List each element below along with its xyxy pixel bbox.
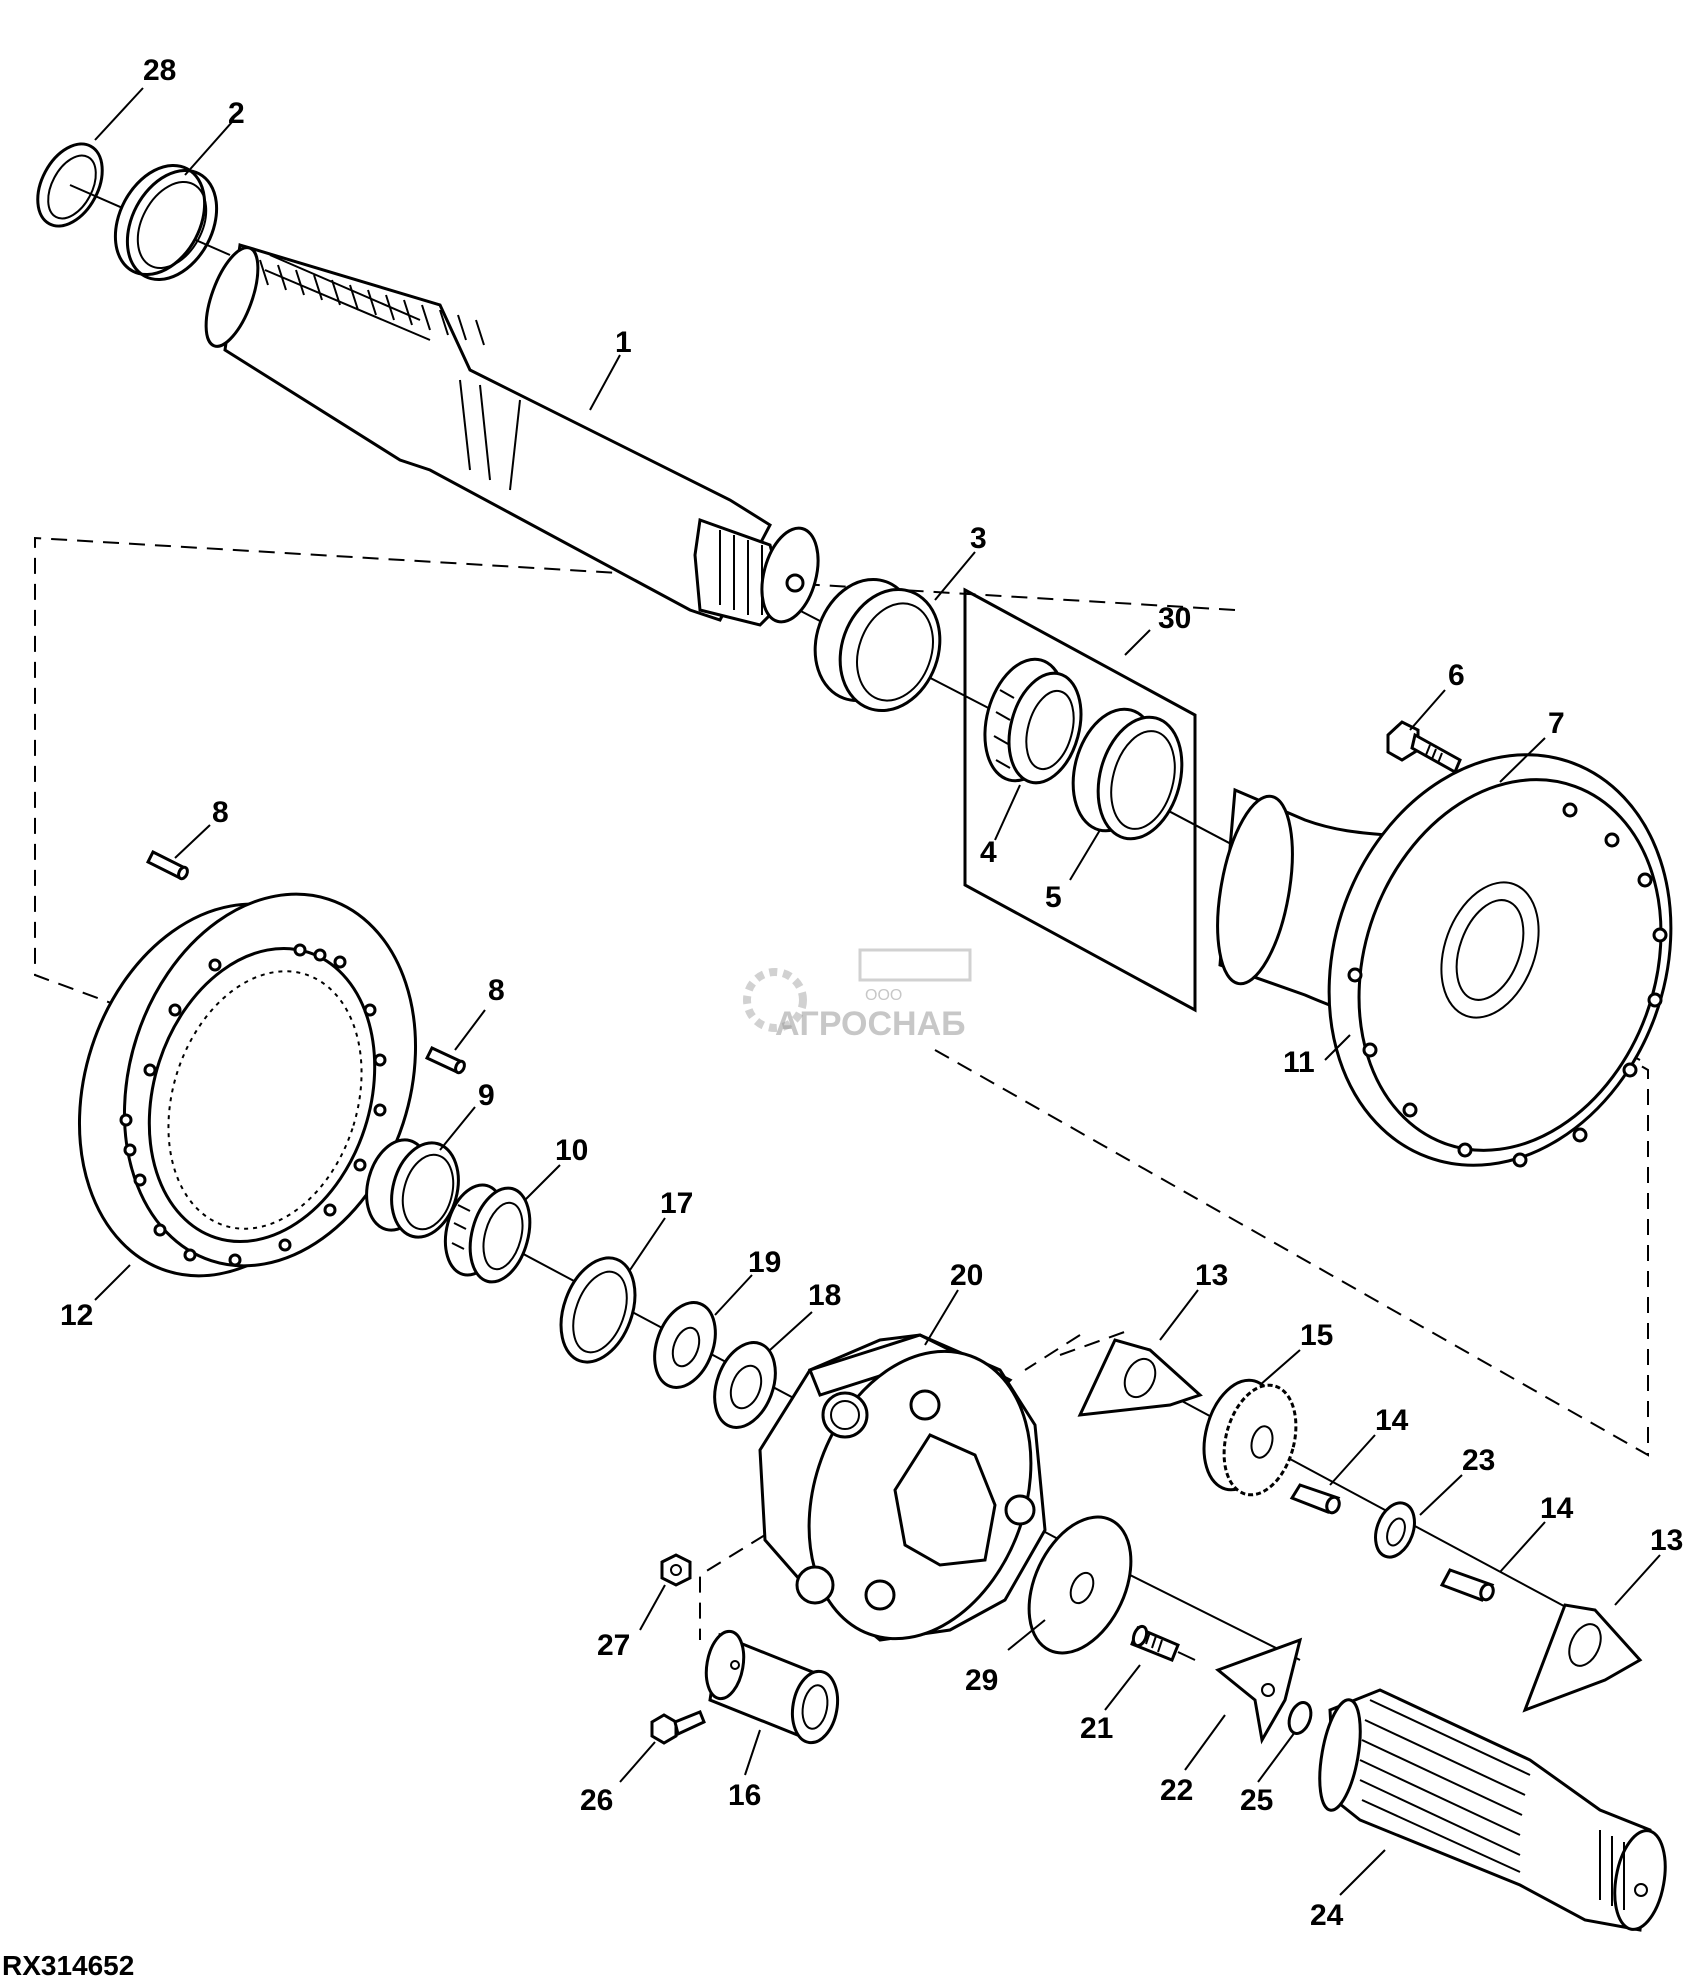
splined-stud-part-21 xyxy=(1130,1624,1196,1662)
callout-14-lower: 14 xyxy=(1540,1492,1574,1525)
callout-18: 18 xyxy=(808,1279,841,1312)
bushing-part-16 xyxy=(704,1629,840,1745)
bearing-cup-part-5 xyxy=(1071,707,1184,841)
callout-15: 15 xyxy=(1300,1319,1333,1352)
callout-16: 16 xyxy=(728,1779,761,1812)
callout-25: 25 xyxy=(1240,1784,1273,1817)
callout-7: 7 xyxy=(1548,707,1565,740)
callout-5: 5 xyxy=(1045,881,1062,914)
bolt-part-26 xyxy=(650,1710,706,1745)
callout-10: 10 xyxy=(555,1134,588,1167)
pin-part-14-lower xyxy=(1439,1568,1495,1602)
callout-6: 6 xyxy=(1448,659,1465,692)
housing-bolt-holes xyxy=(1347,802,1668,1168)
plate-part-13-lower xyxy=(1522,1603,1643,1713)
callout-21: 21 xyxy=(1080,1712,1113,1745)
callout-22: 22 xyxy=(1160,1774,1193,1807)
snap-ring-part-28 xyxy=(36,142,104,228)
pin-part-8-lower xyxy=(424,1046,466,1075)
callout-27: 27 xyxy=(597,1629,630,1662)
callout-8-upper: 8 xyxy=(212,796,229,829)
ring-gear-part-12 xyxy=(77,892,418,1278)
callout-labels: 28 2 1 3 30 4 5 6 7 11 8 8 9 10 12 17 19… xyxy=(60,54,1683,1932)
callout-13-upper: 13 xyxy=(1195,1259,1228,1292)
pin-part-8-upper xyxy=(145,849,189,881)
planet-gear-part-15 xyxy=(1202,1378,1298,1497)
callout-23: 23 xyxy=(1462,1444,1495,1477)
washer-part-23 xyxy=(1374,1501,1416,1559)
figure-reference-code: RX314652 xyxy=(2,1950,134,1981)
watermark: ООО АГРОСНАБ xyxy=(743,948,972,1043)
leader-lines xyxy=(94,87,1661,1896)
washer-part-19 xyxy=(653,1301,717,1389)
bearing-kit-box-part-30 xyxy=(963,587,1197,1013)
ring-gear-holes xyxy=(119,943,387,1267)
callout-19: 19 xyxy=(748,1246,781,1279)
callout-12: 12 xyxy=(60,1299,93,1332)
callout-26: 26 xyxy=(580,1784,613,1817)
callout-24: 24 xyxy=(1310,1899,1344,1932)
callout-11: 11 xyxy=(1283,1046,1315,1079)
callout-13-lower: 13 xyxy=(1650,1524,1683,1557)
plate-part-13-upper xyxy=(1077,1338,1203,1417)
tapered-roller-bearing-part-4 xyxy=(983,657,1083,785)
snap-ring-part-25 xyxy=(1287,1701,1313,1735)
callout-8-lower: 8 xyxy=(488,974,505,1007)
output-shaft-part-24 xyxy=(1318,1688,1667,1932)
callout-29: 29 xyxy=(965,1664,998,1697)
thrust-washer-part-17 xyxy=(559,1256,637,1364)
callout-9: 9 xyxy=(478,1079,495,1112)
housing-part-11 xyxy=(1216,753,1673,1168)
bearing-cup-part-3 xyxy=(813,577,942,713)
lock-plate-part-22 xyxy=(1215,1637,1303,1745)
watermark-prefix: ООО xyxy=(865,987,902,1004)
callout-1: 1 xyxy=(615,326,632,359)
nut-part-27 xyxy=(660,1553,692,1587)
bearing-cup-part-9 xyxy=(365,1138,460,1239)
main-shaft-part-1 xyxy=(204,243,820,627)
bolt-part-6 xyxy=(1386,720,1462,775)
callout-4: 4 xyxy=(980,836,997,869)
callout-3: 3 xyxy=(970,522,987,555)
callout-20: 20 xyxy=(950,1259,983,1292)
callout-17: 17 xyxy=(660,1187,693,1220)
watermark-company: АГРОСНАБ xyxy=(775,1005,966,1043)
seal-ring-part-2 xyxy=(113,163,219,282)
callout-2: 2 xyxy=(228,97,245,130)
washer-part-18 xyxy=(713,1341,777,1429)
callout-28: 28 xyxy=(143,54,176,87)
roller-bearing-part-10 xyxy=(443,1183,532,1284)
thrust-washer-part-29 xyxy=(1027,1515,1133,1655)
pin-part-14-upper xyxy=(1289,1483,1341,1515)
callout-30: 30 xyxy=(1158,602,1191,635)
callout-14-upper: 14 xyxy=(1375,1404,1409,1437)
planet-carrier-part-20 xyxy=(758,1333,1047,1642)
